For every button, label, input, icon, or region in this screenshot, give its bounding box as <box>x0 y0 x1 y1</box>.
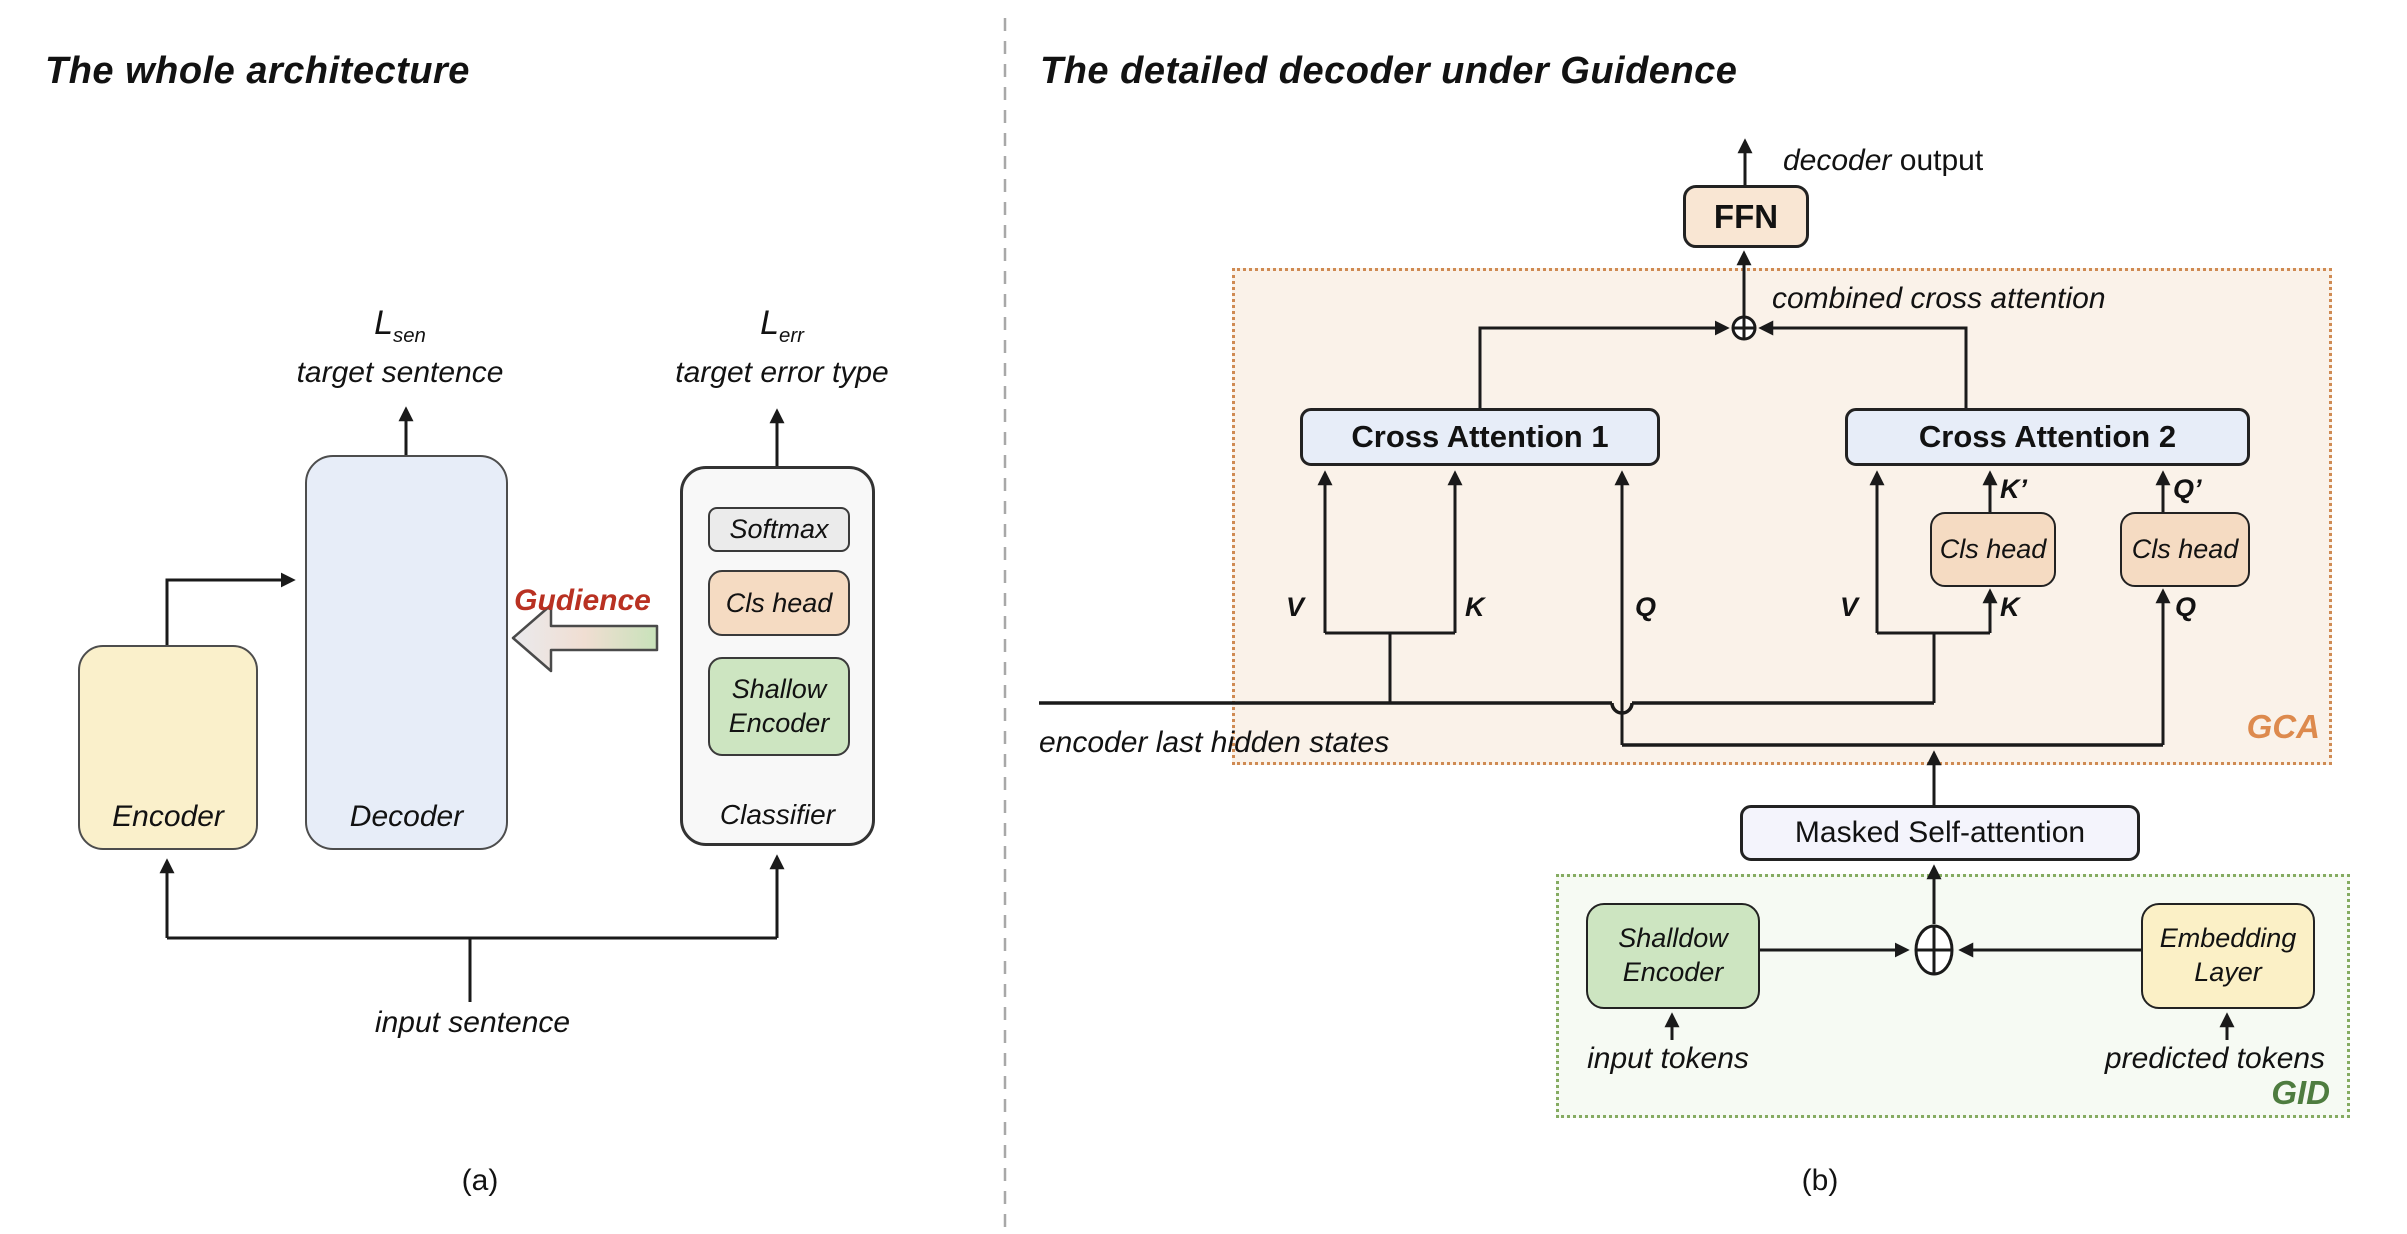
masked-self-attention-label: Masked Self-attention <box>1794 816 2086 849</box>
masked-self-attention-box: Masked Self-attention <box>1740 805 2140 861</box>
sum-node-gid <box>1914 924 1954 976</box>
cls-head-q-label: Cls head <box>2131 534 2239 564</box>
ca1-to-sum-arrow <box>1478 320 1730 408</box>
softmax-label: Softmax <box>729 514 829 544</box>
cross-attention-2-label: Cross Attention 2 <box>1918 419 2177 454</box>
target-sentence-label: target sentence <box>296 356 504 389</box>
gca-label: GCA <box>2246 708 2320 745</box>
cls-head-q-box: Cls head <box>2120 512 2250 587</box>
loss-error-symbol: Lerr <box>712 304 852 348</box>
loss-sentence-base: L <box>374 304 394 342</box>
shalldow-encoder-box: Shalldow Encoder <box>1586 903 1760 1009</box>
predicted-tokens-label: predicted tokens <box>2104 1042 2326 1075</box>
shallow-encoder-box: Shallow Encoder <box>708 657 850 756</box>
encoder-label: Encoder <box>112 800 224 833</box>
ca2-k-label: K <box>2000 592 2020 622</box>
cls-head-k-box: Cls head <box>1930 512 2056 587</box>
classifier-cls-head-box: Cls head <box>708 570 850 636</box>
sum-node-top <box>1731 315 1757 341</box>
embedding-layer-box: Embedding Layer <box>2141 903 2315 1009</box>
left-panel-wires <box>159 406 785 1002</box>
ca2-v-label: V <box>1840 592 1859 622</box>
decoder-output-rest: output <box>1891 144 1984 177</box>
encoder-box: Encoder <box>78 645 258 850</box>
decoder-label: Decoder <box>349 800 464 833</box>
softmax-box: Softmax <box>708 507 850 552</box>
ca2-to-sum-arrow <box>1758 320 1968 408</box>
classifier-cls-head-label: Cls head <box>725 587 833 618</box>
ca2-q-label: Q <box>2175 592 2197 622</box>
classifier-box: Softmax Cls head Shallow Encoder Classif… <box>680 466 875 846</box>
guidance-arrow-label: Gudience <box>514 584 651 617</box>
loss-error-subscript: err <box>779 324 804 347</box>
caption-b: (b) <box>1801 1164 1839 1197</box>
combined-cross-attention-label: combined cross attention <box>1772 282 2106 315</box>
q-prime-label: Q’ <box>2173 474 2202 504</box>
encoder-states-label: encoder last hidden states <box>1039 726 1390 759</box>
classifier-label: Classifier <box>719 799 836 830</box>
bus-lines <box>1039 701 2163 747</box>
left-panel-title: The whole architecture <box>45 50 470 92</box>
shalldow-encoder-label: Shalldow Encoder <box>1618 923 1728 987</box>
cross-attention-1-label: Cross Attention 1 <box>1351 419 1609 454</box>
ca1-v-label: V <box>1286 592 1305 622</box>
decoder-output-label: decoder output <box>1783 144 1983 178</box>
right-panel-title: The detailed decoder under Guidence <box>1040 50 1738 92</box>
cls-head-k-label: Cls head <box>1939 534 2047 564</box>
ffn-box: FFN <box>1683 185 1809 248</box>
embedding-layer-label: Embedding Layer <box>2159 923 2297 987</box>
target-error-type-label: target error type <box>675 356 889 389</box>
decoder-output-emph: decoder <box>1783 144 1892 177</box>
gid-label: GID <box>2271 1074 2330 1111</box>
k-prime-label: K’ <box>2000 474 2027 504</box>
shallow-encoder-label: Shallow Encoder <box>728 673 830 738</box>
encoder-to-decoder-arrow <box>165 572 296 645</box>
right-panel-wires <box>1317 138 2235 1040</box>
cross-attention-2-box: Cross Attention 2 <box>1845 408 2250 466</box>
cross-attention-1-box: Cross Attention 1 <box>1300 408 1660 466</box>
loss-error-base: L <box>760 304 779 342</box>
encoder-states-line-hop <box>1610 702 1634 715</box>
input-sentence-label: input sentence <box>374 1006 571 1039</box>
ffn-label: FFN <box>1713 197 1779 235</box>
ca1-vk-fork <box>1325 631 1455 703</box>
guidance-block-arrow <box>511 603 659 673</box>
ca2-vk-fork <box>1877 631 1990 703</box>
loss-sentence-subscript: sen <box>393 324 426 347</box>
decoder-box: Decoder <box>305 455 508 850</box>
ca1-k-label: K <box>1465 592 1485 622</box>
input-tokens-label: input tokens <box>1587 1042 1749 1075</box>
caption-a: (a) <box>461 1164 499 1197</box>
ca1-q-label: Q <box>1635 592 1657 622</box>
loss-sentence-symbol: Lsen <box>330 304 470 348</box>
